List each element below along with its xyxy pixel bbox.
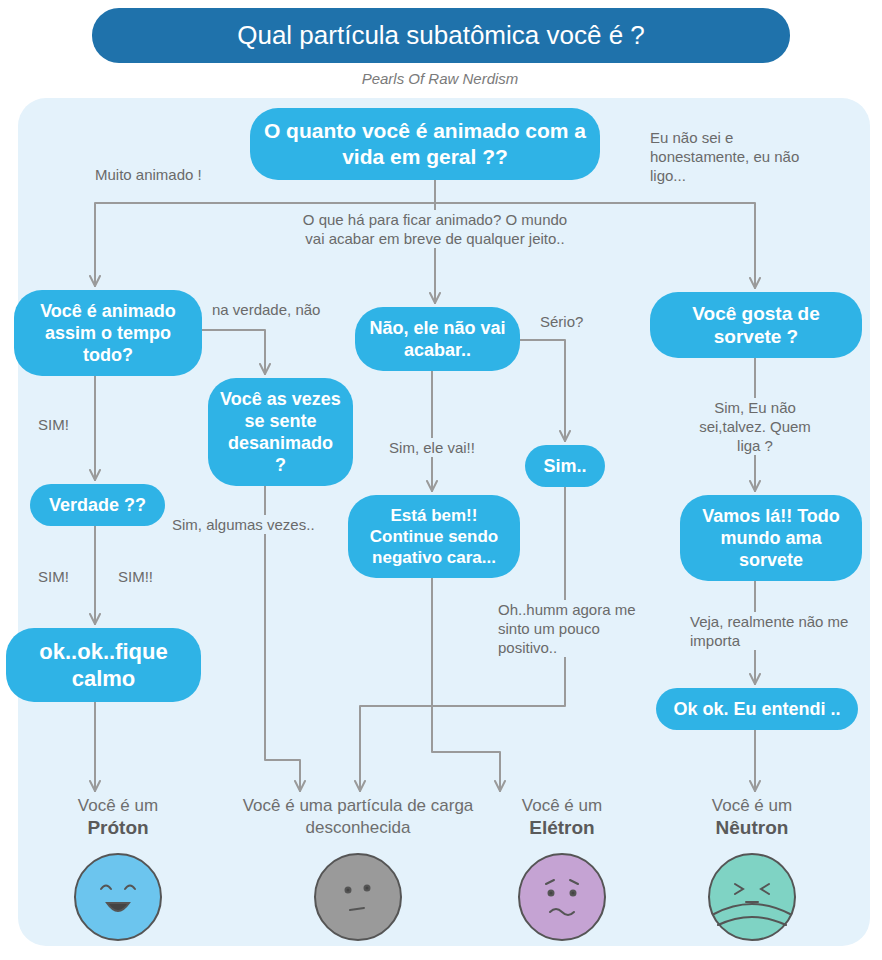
blob-shape bbox=[355, 307, 520, 371]
title-text: Qual partícula subatômica você é ? bbox=[92, 20, 790, 50]
question-blob: ok..ok..fique calmo bbox=[6, 628, 201, 702]
outcome-node: Você é uma partícula de carga desconheci… bbox=[238, 795, 478, 839]
face-circle bbox=[75, 854, 161, 940]
edge-label: O que há para ficar animado? O mundo vai… bbox=[300, 210, 570, 248]
blob-outline bbox=[650, 292, 862, 358]
edge-label: Sim, algumas vezes.. bbox=[172, 515, 342, 534]
node-text: Ok ok. Eu entendi .. bbox=[668, 698, 846, 720]
connector bbox=[94, 526, 96, 624]
node-text: Você as vezes se sente desanimado ? bbox=[220, 388, 341, 476]
edge-label: na verdade, não bbox=[212, 300, 347, 319]
face-mouth bbox=[550, 909, 574, 915]
node-text: Nêutron bbox=[667, 817, 837, 839]
outcome-node: Você é umNêutron bbox=[667, 795, 837, 839]
node-text: Vamos lá!! Todo mundo ama sorvete bbox=[692, 505, 850, 571]
blob-outline bbox=[250, 108, 600, 180]
question-blob: Sim.. bbox=[525, 445, 605, 487]
connector bbox=[94, 376, 96, 480]
node-text: Você gosta de sorvete ? bbox=[662, 302, 850, 348]
face-circle bbox=[709, 854, 795, 940]
edge-label: Sim, Eu não sei,talvez. Quem liga ? bbox=[695, 398, 815, 455]
edge-label: SIM! bbox=[38, 415, 88, 434]
edge-label: Veja, realmente não me importa bbox=[690, 612, 852, 650]
blob-shape bbox=[348, 495, 520, 578]
face-circle bbox=[315, 854, 401, 940]
edge-label: Muito animado ! bbox=[95, 165, 235, 184]
node-text: Você é uma partícula de carga desconheci… bbox=[238, 795, 478, 839]
subtitle-text: Pearls Of Raw Nerdism bbox=[290, 69, 590, 88]
question-blob: Você as vezes se sente desanimado ? bbox=[208, 378, 353, 486]
title-band bbox=[92, 8, 790, 63]
blob-shape bbox=[14, 290, 202, 376]
node-text: Você é um bbox=[33, 795, 203, 817]
connector bbox=[432, 578, 500, 791]
question-blob: Está bem!! Continue sendo negativo cara.… bbox=[348, 495, 520, 578]
blob-shape bbox=[6, 628, 201, 702]
connector bbox=[520, 340, 565, 441]
connector bbox=[202, 330, 265, 374]
question-blob: Não, ele não vai acabar.. bbox=[355, 307, 520, 371]
edge-label: Sim, ele vai!! bbox=[367, 438, 497, 457]
blob-shape bbox=[250, 108, 600, 180]
face-eye bbox=[365, 886, 370, 891]
edge-label: Oh..humm agora me sinto um pouco positiv… bbox=[498, 600, 648, 657]
blob-shape bbox=[650, 292, 862, 358]
connector bbox=[94, 702, 96, 791]
node-text: Você é um bbox=[477, 795, 647, 817]
face-eye bbox=[549, 891, 554, 896]
node-text: Você é um bbox=[667, 795, 837, 817]
question-blob: Ok ok. Eu entendi .. bbox=[656, 688, 858, 730]
face-eye bbox=[571, 891, 576, 896]
face-circle bbox=[519, 854, 605, 940]
node-text: Próton bbox=[33, 817, 203, 839]
question-blob: Você gosta de sorvete ? bbox=[650, 292, 862, 358]
face-eyes bbox=[735, 884, 769, 894]
question-blob: Vamos lá!! Todo mundo ama sorvete bbox=[680, 495, 862, 581]
face-mouth bbox=[746, 901, 758, 903]
unknown-face bbox=[315, 854, 401, 940]
node-text: O quanto você é animado com a vida em ge… bbox=[262, 118, 588, 170]
blob-shape bbox=[30, 484, 165, 526]
connector bbox=[431, 371, 433, 491]
node-text: Você é animado assim o tempo todo? bbox=[26, 300, 190, 366]
connector bbox=[754, 730, 756, 791]
connectors bbox=[95, 180, 755, 791]
node-text: Verdade ?? bbox=[42, 494, 153, 516]
face-eyes bbox=[101, 886, 135, 890]
question-blob: O quanto você é animado com a vida em ge… bbox=[250, 108, 600, 180]
edge-label: Sério? bbox=[540, 312, 600, 331]
face-mouth bbox=[350, 908, 364, 910]
electron-face bbox=[519, 854, 605, 940]
question-blob: Você é animado assim o tempo todo? bbox=[14, 290, 202, 376]
blob-shape bbox=[208, 378, 353, 486]
node-text: ok..ok..fique calmo bbox=[18, 638, 189, 692]
face-eye bbox=[346, 888, 351, 893]
neutron-face bbox=[709, 854, 795, 940]
crossed-arms bbox=[714, 904, 790, 925]
face-mouth bbox=[107, 903, 129, 911]
outcome-node: Você é umElétron bbox=[477, 795, 647, 839]
node-text: Sim.. bbox=[537, 455, 593, 477]
proton-face bbox=[75, 854, 161, 940]
blob-outline bbox=[355, 307, 520, 371]
node-text: Elétron bbox=[477, 817, 647, 839]
blob-shape bbox=[656, 688, 858, 730]
edge-label: SIM! bbox=[38, 567, 88, 586]
outcome-node: Você é umPróton bbox=[33, 795, 203, 839]
node-text: Não, ele não vai acabar.. bbox=[367, 317, 508, 361]
edge-label: Eu não sei e honestamente, eu não ligo..… bbox=[650, 128, 818, 185]
node-text: Está bem!! Continue sendo negativo cara.… bbox=[360, 505, 508, 568]
edge-label: SIM!! bbox=[118, 567, 168, 586]
question-blob: Verdade ?? bbox=[30, 484, 165, 526]
blob-shape bbox=[680, 495, 862, 581]
panel-ground bbox=[18, 98, 870, 946]
blob-shape bbox=[525, 445, 605, 487]
face-brows bbox=[546, 880, 578, 884]
